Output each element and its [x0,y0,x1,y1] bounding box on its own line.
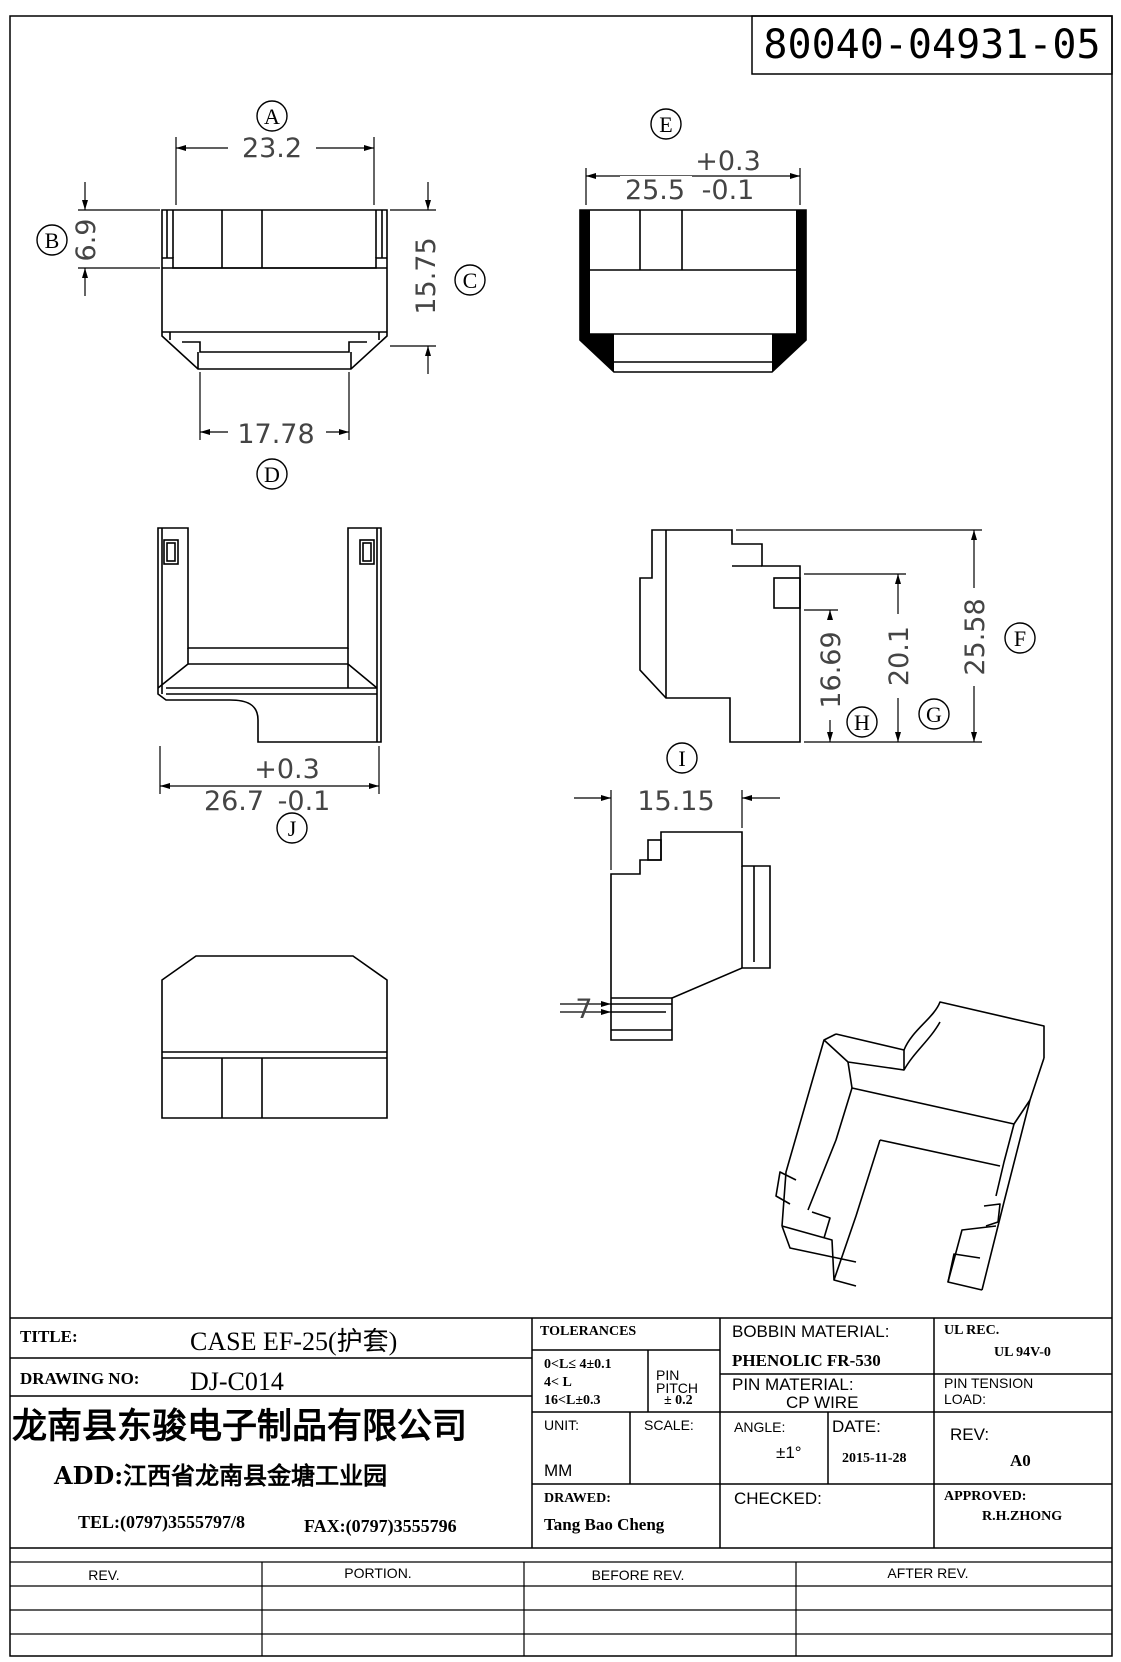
drawing-number: 80040-04931-05 [763,22,1100,68]
svg-text:G: G [926,702,942,727]
revision-table [10,1561,1112,1656]
drawing-no-label: DRAWING NO: [20,1369,139,1388]
approved-value: R.H.ZHONG [982,1509,1062,1524]
company-fax: FAX:(0797)3555796 [304,1516,457,1537]
unit-label: UNIT: [544,1417,579,1433]
dim-seven-value: 7 [575,994,592,1025]
rev-col-after: AFTER REV. [887,1565,968,1581]
profile-view-2 [610,831,771,1041]
rev-col-rev: REV. [88,1567,119,1583]
callout-b: B [36,224,68,256]
checked-label: CHECKED: [734,1489,822,1508]
bobbin-material-label: BOBBIN MATERIAL: [732,1322,889,1341]
dim-j [159,746,380,794]
company-name: 龙南县东骏电子制品有限公司 [12,1406,467,1447]
dim-c-value: 15.75 [411,237,442,314]
scale-label: SCALE: [644,1417,694,1433]
angle-label: ANGLE: [734,1419,785,1435]
dim-j-upper: +0.3 [254,754,320,785]
dim-j-lower: -0.1 [278,786,331,817]
dim-b-value: 6.9 [71,219,102,262]
front-view [161,209,388,370]
svg-text:A: A [264,104,280,129]
dim-i [574,790,780,870]
pin-tension-label-1: PIN TENSION [944,1375,1033,1391]
title-block [10,1317,1112,1549]
dim-f-value: 25.58 [960,598,991,675]
drawing-number-box: 80040-04931-05 [751,15,1113,75]
svg-text:D: D [264,462,280,487]
callout-j: J [276,812,308,844]
callout-i: I [666,742,698,774]
pin-tension-label-2: LOAD: [944,1391,986,1407]
isometric-view [775,1001,1045,1291]
pin-pitch-label-2: PITCH [656,1380,698,1396]
dim-e-lower: -0.1 [702,175,755,206]
callout-d: D [256,458,288,490]
callout-g: G [918,698,950,730]
svg-text:E: E [659,112,672,137]
ul-value: UL 94V-0 [994,1345,1051,1360]
svg-text:I: I [678,746,685,771]
pin-pitch-label-1: PIN [656,1367,679,1383]
tolerance-line-1: 0<L≤ 4±0.1 [544,1357,612,1372]
rev-value: A0 [1010,1451,1031,1470]
approved-label: APPROVED: [944,1489,1026,1504]
profile-view [639,529,801,743]
dim-e [585,168,801,205]
drawing-no-value: DJ-C014 [190,1367,284,1396]
dim-j-main: 26.7 [204,786,264,817]
pin-pitch-value: ± 0.2 [664,1393,693,1408]
ul-label: UL REC. [944,1323,999,1338]
tolerances-label: TOLERANCES [540,1324,636,1339]
tolerance-line-2: 4< L [544,1375,572,1390]
company-address: ADD:江西省龙南县金塘工业园 [53,1461,387,1490]
rev-label: REV: [950,1425,989,1444]
date-value: 2015-11-28 [842,1451,907,1466]
dim-b [78,182,160,296]
dim-c [390,182,436,374]
svg-text:B: B [45,228,60,253]
drawed-value: Tang Bao Cheng [544,1515,665,1534]
callout-e: E [650,108,682,140]
svg-text:F: F [1014,626,1026,651]
pin-material-value: CP WIRE [786,1393,858,1412]
dim-g-value: 20.1 [884,626,915,686]
rev-col-portion: PORTION. [344,1565,411,1581]
dim-e-main: 25.5 [625,175,685,206]
sheet-border [9,15,1113,1657]
rev-col-before: BEFORE REV. [592,1567,685,1583]
section-view [579,209,807,373]
company-tel: TEL:(0797)3555797/8 [78,1512,245,1533]
svg-text:C: C [463,268,478,293]
dim-i-value: 15.15 [637,786,714,817]
callout-c: C [454,264,486,296]
angle-value: ±1° [776,1443,802,1462]
dim-e-upper: +0.3 [695,146,761,177]
top-view [161,955,388,1119]
svg-text:J: J [288,816,297,841]
callout-f: F [1004,622,1036,654]
pin-material-label: PIN MATERIAL: [732,1375,854,1394]
dim-d-value: 17.78 [237,419,314,450]
bobbin-material-value: PHENOLIC FR-530 [732,1351,881,1370]
date-label: DATE: [832,1417,881,1436]
title-label: TITLE: [20,1327,78,1346]
drawed-label: DRAWED: [544,1491,611,1506]
dim-seven [560,1001,611,1015]
unit-value: MM [544,1461,572,1480]
callout-h: H [846,706,878,738]
dim-h-value: 16.69 [816,631,847,708]
svg-text:H: H [854,710,870,735]
callout-a: A [256,100,288,132]
title-value: CASE EF-25(护套) [190,1327,397,1356]
side-view [157,527,382,743]
tolerance-line-3: 16<L±0.3 [544,1393,601,1408]
dim-a-value: 23.2 [242,133,302,164]
